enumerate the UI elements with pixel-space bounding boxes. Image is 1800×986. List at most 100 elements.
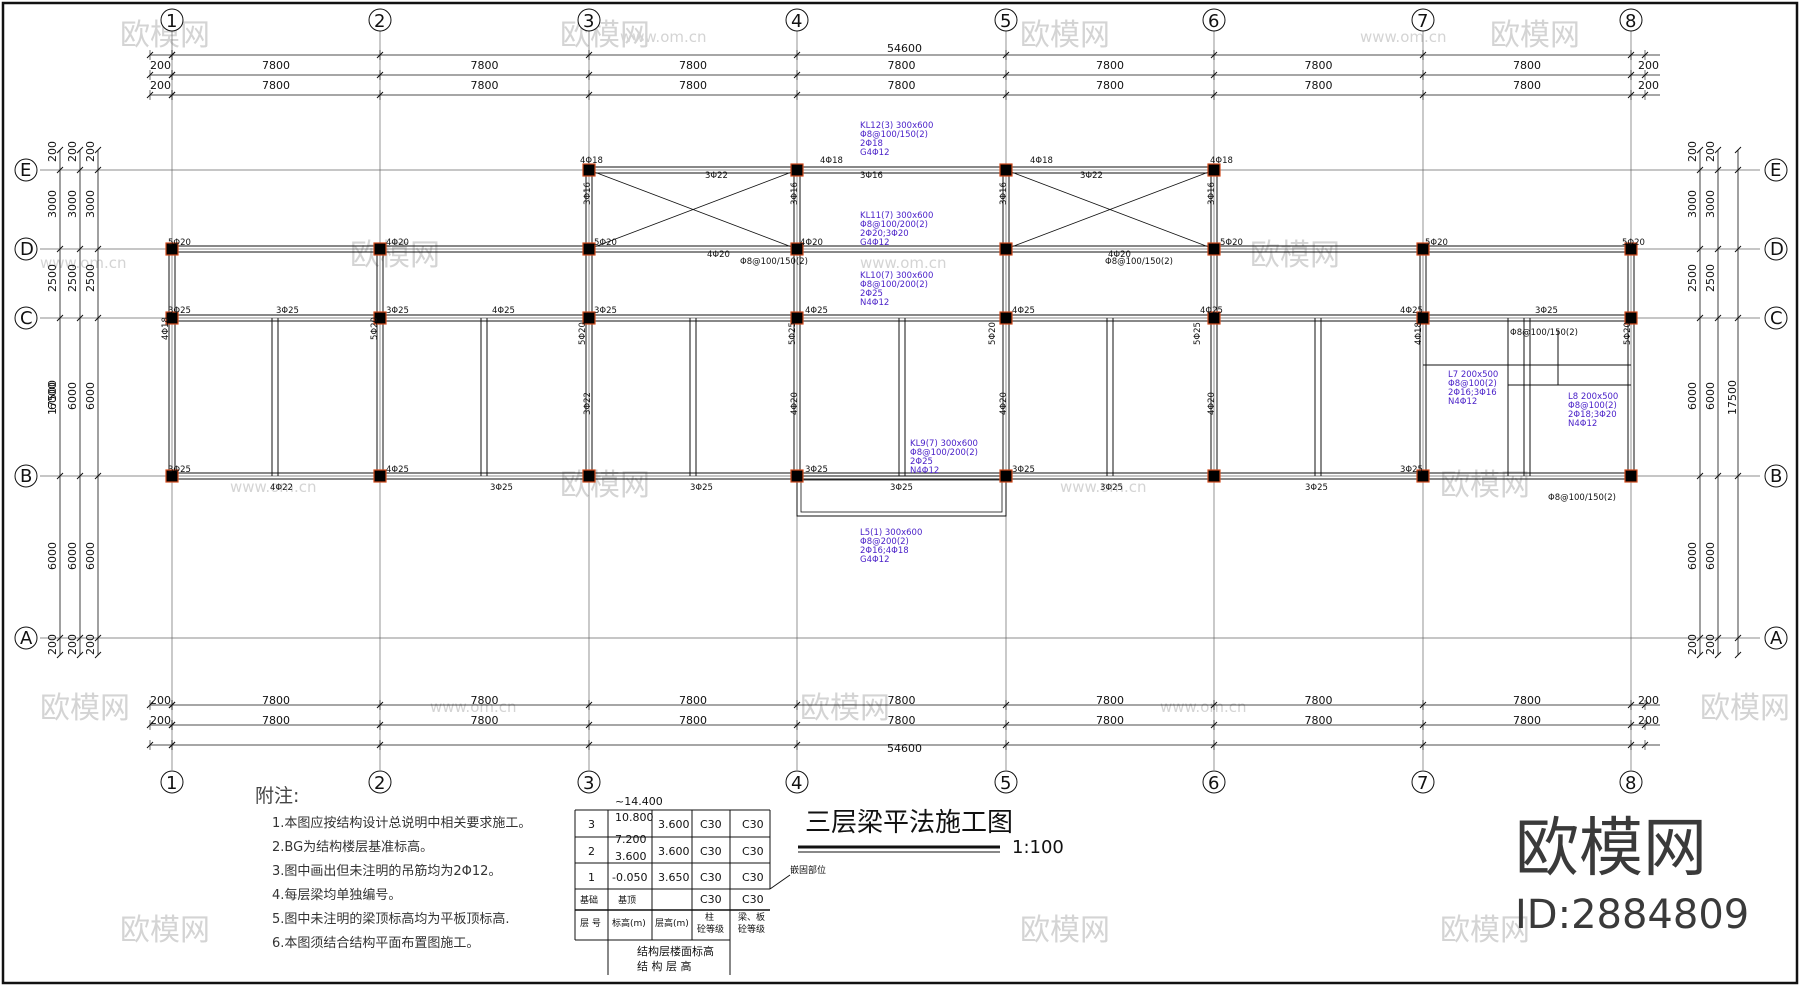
- drawing-title-block: 三层梁平法施工图 1:100: [798, 808, 1064, 858]
- column: [1624, 242, 1638, 256]
- axis-bubble-2: [368, 770, 392, 794]
- dim-edge: 200: [1638, 59, 1659, 72]
- column: [1624, 311, 1638, 325]
- dim-bay: 7800: [679, 714, 707, 727]
- row1-height: 3.650: [658, 871, 690, 884]
- dim-bay: 7800: [679, 79, 707, 92]
- beam-label-kl12: G4Φ12: [860, 148, 890, 158]
- axis-bubble-8: [1619, 8, 1643, 32]
- opening-cross-0: [588, 169, 798, 250]
- span-reinf-33: 3Φ25: [1012, 465, 1035, 475]
- span-reinf-14: 5Φ20: [1425, 238, 1448, 248]
- axis-label-6: 6: [1208, 773, 1219, 794]
- stirrup-note: Φ8@100/150(2): [1510, 328, 1578, 338]
- dim-tick: [1714, 146, 1722, 154]
- axis-label-8: 8: [1625, 11, 1636, 32]
- dim-bay: 7800: [1513, 714, 1541, 727]
- dim-tick: [1734, 245, 1742, 253]
- row1-elev: -0.050: [612, 871, 647, 884]
- dim-bay: 7800: [262, 694, 290, 707]
- dim-tick: [56, 245, 64, 253]
- column: [1416, 469, 1430, 483]
- watermark-faint-8: 欧模网: [40, 691, 130, 726]
- column: [1207, 311, 1221, 325]
- dim-tick: [1696, 651, 1704, 659]
- axis-label-3: 3: [583, 11, 594, 32]
- dim-tick: [94, 314, 102, 322]
- dim-bay: 7800: [679, 59, 707, 72]
- dim-bay: 7800: [888, 59, 916, 72]
- column: [790, 469, 804, 483]
- watermark-faint-9: 欧模网: [800, 691, 890, 726]
- row1-beam: C30: [742, 871, 764, 884]
- column: [373, 242, 387, 256]
- watermark-url-0: www.om.cn: [620, 28, 707, 46]
- watermark-faint-2: 欧模网: [560, 18, 650, 53]
- vert-reinf-5: 5Φ25: [1193, 322, 1203, 345]
- vert-reinf-8: 3Φ22: [583, 392, 593, 415]
- column: [999, 242, 1013, 256]
- dim-bay: 7800: [471, 79, 499, 92]
- dim-vertical: 200: [1704, 634, 1717, 655]
- dim-vertical: 6000: [46, 382, 59, 410]
- column: [790, 242, 804, 256]
- top-elev-1: ~14.400: [615, 795, 663, 808]
- span-reinf-27: 4Φ22: [270, 483, 293, 493]
- dim-tick: [1696, 166, 1704, 174]
- head-beam-a: 梁、板: [738, 911, 765, 923]
- axis-bubble-D: [1764, 237, 1788, 261]
- axis-bubble-B: [1764, 464, 1788, 488]
- stirrup-note: Φ8@100/150(2): [1548, 493, 1616, 503]
- dim-tick: [1696, 146, 1704, 154]
- watermark-faint-13: 欧模网: [1440, 913, 1530, 948]
- dim-tick: [1734, 472, 1742, 480]
- beam-label-kl9: N4Φ12: [910, 466, 939, 476]
- row3-col: C30: [700, 818, 722, 831]
- dim-vertical: 3000: [46, 190, 59, 218]
- dim-vertical: 2500: [46, 264, 59, 292]
- span-reinf-21: 4Φ25: [805, 306, 828, 316]
- vert-reinf-1: 5Φ20: [370, 317, 380, 340]
- axis-bubble-6: [1202, 8, 1226, 32]
- dim-bay: 7800: [1513, 694, 1541, 707]
- axis-bubble-1: [160, 8, 184, 32]
- axis-bubble-7: [1411, 770, 1435, 794]
- vert-reinf-15: 3Φ16: [1207, 182, 1217, 205]
- dim-vertical: 200: [1704, 141, 1717, 162]
- axis-bubble-C: [14, 306, 38, 330]
- column: [1416, 311, 1430, 325]
- dim-vertical: 2500: [84, 264, 97, 292]
- span-reinf-18: 3Φ25: [386, 306, 409, 316]
- span-reinf-6: 4Φ18: [1210, 156, 1233, 166]
- axis-label-A: A: [20, 628, 33, 649]
- dim-bay: 7800: [471, 714, 499, 727]
- dim-vertical: 6000: [1686, 382, 1699, 410]
- span-reinf-12: 4Φ20: [1108, 250, 1131, 260]
- span-reinf-3: 3Φ16: [860, 171, 883, 181]
- dim-tick: [56, 651, 64, 659]
- dim-vertical: 200: [46, 634, 59, 655]
- span-reinf-24: 4Φ25: [1400, 306, 1423, 316]
- dim-tick: [1734, 651, 1742, 659]
- beam-label-kl10: KL10(7) 300x600: [860, 271, 933, 281]
- column: [165, 242, 179, 256]
- column: [999, 311, 1013, 325]
- row0-elev: 基顶: [618, 894, 636, 906]
- dim-edge: 200: [150, 59, 171, 72]
- axis-label-E: E: [1770, 160, 1781, 181]
- note-item-6: 6.本图须结合结构平面布置图施工。: [272, 936, 479, 951]
- dim-bay: 7800: [1096, 694, 1124, 707]
- beam-label-l7: N4Φ12: [1448, 397, 1477, 407]
- dim-vertical: 2500: [1686, 264, 1699, 292]
- dim-bay: 7800: [888, 79, 916, 92]
- dim-vertical: 200: [84, 141, 97, 162]
- dim-bay: 7800: [262, 79, 290, 92]
- span-reinf-36: 3Φ25: [1400, 465, 1423, 475]
- span-reinf-31: 3Φ25: [805, 465, 828, 475]
- dim-vertical: 6000: [84, 382, 97, 410]
- watermark-url-2: www.om.cn: [860, 254, 947, 272]
- beam-label-l7: Φ8@100(2): [1448, 379, 1497, 389]
- top-elev-2: 10.800: [615, 811, 654, 824]
- dim-tick: [1714, 245, 1722, 253]
